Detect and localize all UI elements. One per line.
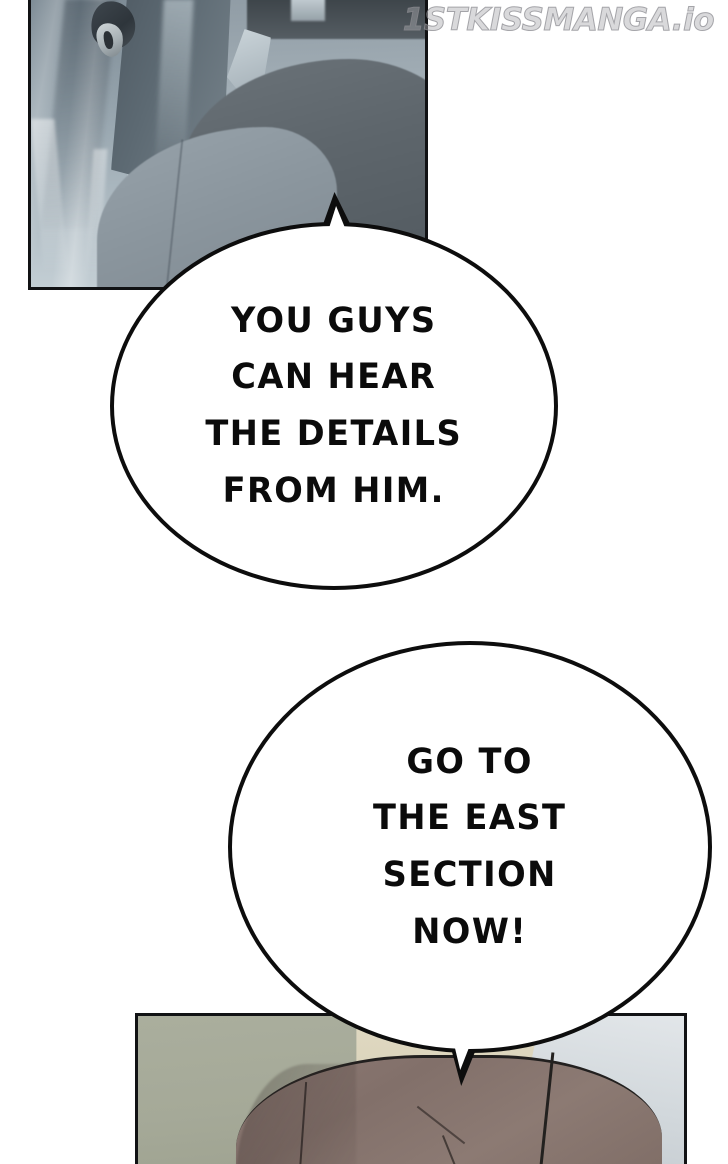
speech-bubble-two-text: GO TO THE EAST SECTION NOW! [373,741,567,952]
speech-bubble-one: YOU GUYS CAN HEAR THE DETAILS FROM HIM. [110,222,558,590]
site-watermark: 1STKISSMANGA.io [402,2,715,39]
comic-panel-top [28,0,428,290]
panel-top-dark-strip [247,0,425,39]
panel-top-light-bar [291,0,325,21]
speech-bubble-one-text: YOU GUYS CAN HEAR THE DETAILS FROM HIM. [205,300,463,511]
speech-bubble-two: GO TO THE EAST SECTION NOW! [228,641,712,1053]
